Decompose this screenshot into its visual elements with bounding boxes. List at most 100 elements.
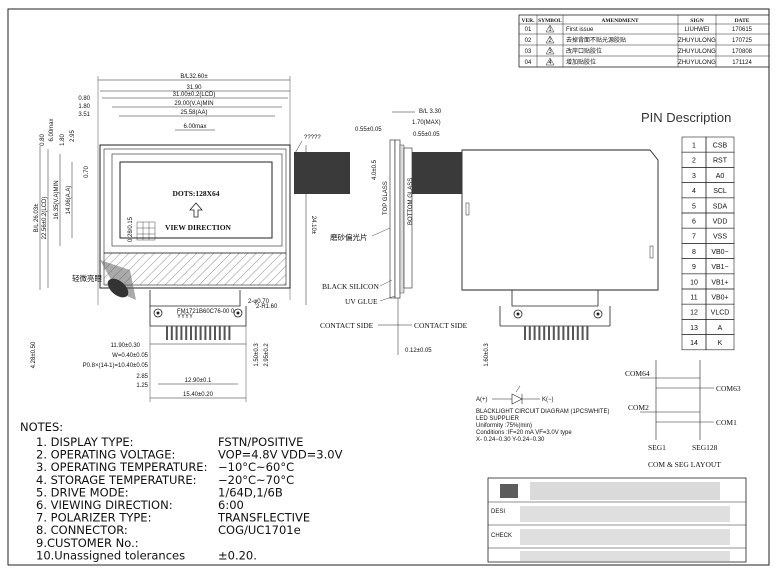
pin-name: VB1− bbox=[711, 264, 728, 271]
rev-header-ver: VER. bbox=[522, 18, 536, 24]
rev-symbol-triangle-icon bbox=[545, 46, 555, 55]
dim-left-0-80: 0.80 bbox=[78, 96, 90, 102]
dim-6max: 6.00max bbox=[183, 124, 206, 130]
rev-header-amendment: AMENDMENT bbox=[601, 18, 639, 24]
rev-date: 170808 bbox=[732, 49, 753, 55]
note-value: VOP=4.8V VDD=3.0V bbox=[218, 448, 343, 462]
pin-name: VB1+ bbox=[711, 279, 728, 286]
rev-header-sign: SIGN bbox=[690, 18, 703, 24]
note-value: −10°C~60°C bbox=[218, 460, 294, 474]
note-value: TRANSFLECTIVE bbox=[217, 511, 310, 525]
note-label: 2. OPERATING VOLTAGE: bbox=[36, 448, 175, 462]
front-view: B/L32.60± 31.90 31.00±0.2(LCD) 29.00(V.A… bbox=[31, 74, 350, 402]
side-dim-0-55-a: 0.55±0.05 bbox=[355, 127, 382, 133]
back-fpc-pin bbox=[562, 326, 565, 340]
back-dim-1-60: 1.60±0.3 bbox=[484, 343, 490, 367]
design-label: DESI bbox=[491, 509, 505, 515]
pin-name: VSS bbox=[713, 234, 727, 241]
rev-symbol: 2 bbox=[548, 38, 552, 44]
fpc-pin bbox=[166, 326, 168, 340]
back-fpc-pin bbox=[557, 326, 560, 340]
pin-name: RST bbox=[713, 158, 728, 165]
contact-side-left: CONTACT SIDE bbox=[320, 321, 374, 330]
back-fpc-pin bbox=[524, 326, 526, 340]
side-dim-0-55-b: 0.55±0.05 bbox=[413, 132, 440, 138]
fpc-pin bbox=[175, 326, 178, 340]
anode-label: A(+) bbox=[476, 397, 488, 403]
backlight-line-2: LED SUPPLIER bbox=[476, 416, 520, 422]
side-dim-bl: B/L 3.30 bbox=[419, 109, 442, 115]
pin-number: 13 bbox=[690, 325, 698, 332]
fpc-pin bbox=[209, 326, 212, 340]
note-label: 8. CONNECTOR: bbox=[36, 523, 128, 537]
backlight-circuit: A(+) K(−) BLACKLIGHT CIRCUIT DIAGRAM (1P… bbox=[476, 385, 609, 443]
pin-name: VB0+ bbox=[711, 295, 728, 302]
dim-aa-width: 25.58(AA) bbox=[180, 110, 207, 116]
backlight-line-4: Conditions :IF=20 mA VF=3.0V type bbox=[476, 430, 572, 436]
rev-symbol-triangle-icon bbox=[545, 57, 555, 66]
dim-hole-radius: 2-R1.60 bbox=[256, 304, 278, 310]
rev-amendment: First issue bbox=[566, 27, 594, 33]
fpc-pin bbox=[223, 326, 226, 340]
note-label: 7. POLARIZER TYPE: bbox=[36, 511, 151, 525]
note-label: 6. VIEWING DIRECTION: bbox=[36, 498, 173, 512]
back-fpc-pin bbox=[572, 326, 574, 340]
pin-name: VB0− bbox=[711, 249, 728, 256]
rev-symbol: 1 bbox=[548, 27, 552, 33]
dim-1-25: 1.25 bbox=[136, 383, 148, 389]
question-marks: ????? bbox=[304, 135, 321, 141]
pin-number: 14 bbox=[690, 340, 698, 347]
back-fpc-pin bbox=[586, 326, 589, 340]
pin-number: 7 bbox=[692, 234, 696, 241]
notes-title: NOTES: bbox=[20, 420, 63, 434]
view-direction-arrow-icon bbox=[189, 202, 203, 218]
pin-number: 1 bbox=[692, 143, 696, 150]
dim-left-1-80: 1.80 bbox=[78, 104, 90, 110]
note-value: 6:00 bbox=[218, 498, 244, 512]
pin-number: 3 bbox=[692, 173, 696, 180]
dim-aa-height: 14.06(A.A) bbox=[66, 186, 72, 215]
sheet-border bbox=[7, 8, 770, 566]
dim-2-85: 2.85 bbox=[136, 374, 148, 380]
black-silicon-label: BLACK SILICON bbox=[322, 282, 379, 291]
pin-number: 10 bbox=[690, 279, 698, 286]
rev-sign: ZHUYULONG bbox=[678, 38, 716, 44]
note-value: 1/64D,1/6B bbox=[218, 485, 283, 499]
bottom-glass-label: BOTTOM GLASS bbox=[408, 178, 414, 225]
dim-0-70: 0.70 bbox=[84, 166, 90, 178]
com63-label: COM63 bbox=[716, 384, 741, 393]
pin-number: 8 bbox=[692, 249, 696, 256]
fpc-pin bbox=[185, 326, 188, 340]
dim-bl-height: B/L 26.03± bbox=[34, 203, 40, 232]
note-label: 10.Unassigned tolerances bbox=[36, 548, 185, 562]
dim-lcd-width: 31.00±0.2(LCD) bbox=[173, 92, 216, 98]
rev-symbol: 3 bbox=[548, 49, 552, 55]
back-fpc-pin bbox=[528, 326, 531, 340]
dim-2-95: 2.95±0.2 bbox=[264, 343, 270, 367]
dim-15-40: 15.40±0.20 bbox=[183, 392, 214, 398]
pin-number: 4 bbox=[692, 188, 696, 195]
rev-header-symbol: SYMBOL bbox=[538, 18, 562, 24]
rev-amendment: 改岸口贴胶位 bbox=[566, 47, 602, 55]
fpc-pin bbox=[170, 326, 173, 340]
back-fpc-pin bbox=[581, 326, 584, 340]
back-fpc-pin bbox=[533, 326, 536, 340]
back-fpc-pin bbox=[576, 326, 579, 340]
pin-description-title: PIN Description bbox=[641, 110, 731, 125]
backlight-line-5: X- 0.24−0.30 Y-0.24−0.30 bbox=[476, 437, 545, 443]
dim-lcd-height: 22.56±0.2(LCD) bbox=[42, 197, 48, 240]
note-value: FSTN/POSITIVE bbox=[218, 435, 303, 449]
fpc-pin bbox=[199, 326, 202, 340]
pin-name: SCL bbox=[713, 188, 727, 195]
com-seg-layout: COM64 COM63 COM2 COM1 SEG1 SEG128 COM & … bbox=[625, 360, 741, 469]
dim-right-height: 24.10± bbox=[310, 216, 316, 235]
contact-side-right: CONTACT SIDE bbox=[414, 321, 468, 330]
note-value: COG/UC1701e bbox=[218, 523, 301, 537]
note-label: 5. DRIVE MODE: bbox=[36, 485, 129, 499]
dim-va-width: 29.00(V.A)MIN bbox=[174, 101, 213, 107]
dim-12-90: 12.90±0.1 bbox=[185, 378, 212, 384]
fpc-pin bbox=[204, 326, 207, 340]
